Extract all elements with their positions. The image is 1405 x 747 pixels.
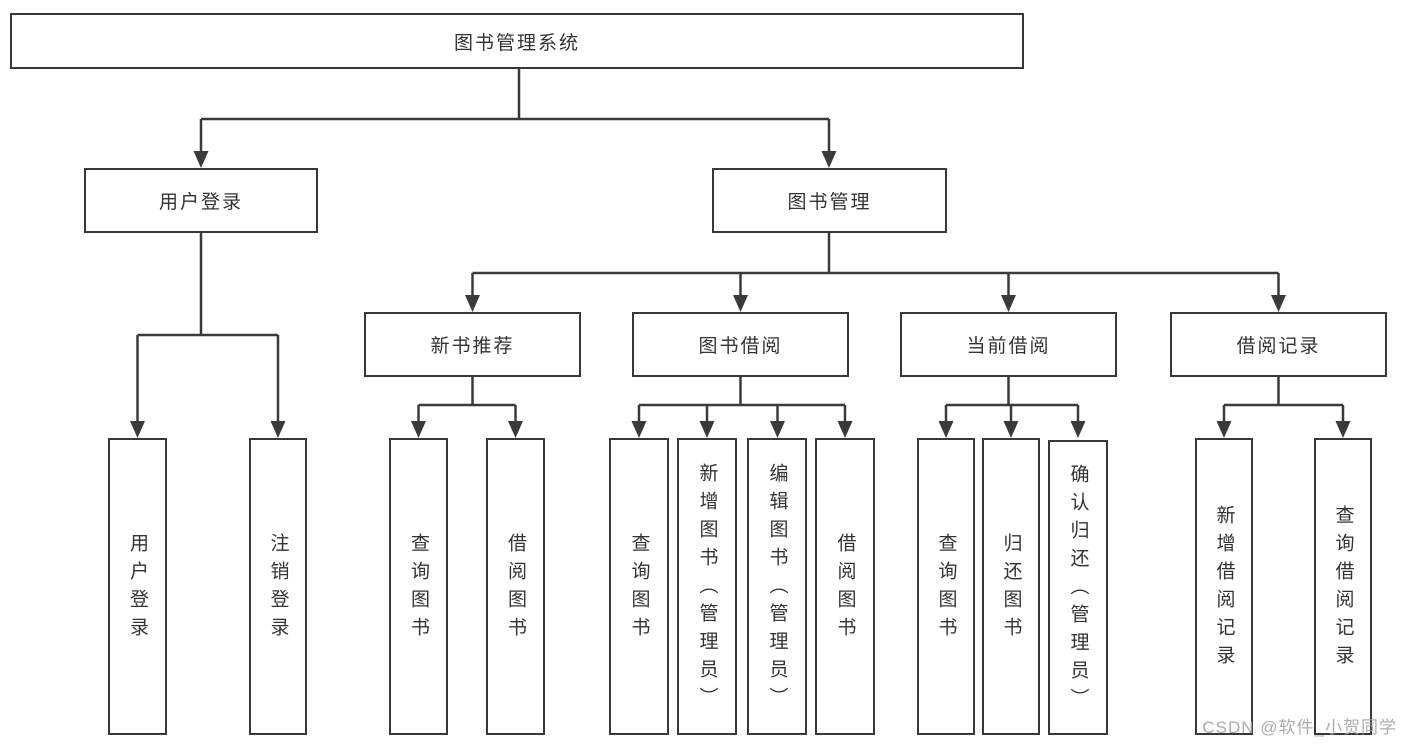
leaf-query-books-borrow: 查询图书 (609, 438, 669, 735)
node-current-borrow: 当前借阅 (900, 312, 1117, 377)
leaf-borrow-books: 借阅图书 (815, 438, 875, 735)
leaf-add-borrow-record: 新增借阅记录 (1195, 438, 1253, 735)
leaf-query-borrow-record: 查询借阅记录 (1314, 438, 1372, 735)
leaf-query-books-current: 查询图书 (917, 438, 975, 735)
leaf-add-books-admin: 新增图书（管理员） (677, 438, 737, 735)
node-borrow-records: 借阅记录 (1170, 312, 1387, 377)
leaf-user-login: 用户登录 (108, 438, 167, 735)
leaf-query-books-rec: 查询图书 (389, 438, 448, 735)
leaf-logout: 注销登录 (249, 438, 307, 735)
leaf-edit-books-admin: 编辑图书（管理员） (747, 438, 807, 735)
leaf-borrow-books-rec: 借阅图书 (486, 438, 545, 735)
node-root: 图书管理系统 (10, 13, 1024, 69)
node-book-borrow: 图书借阅 (632, 312, 849, 377)
node-new-book-recommend: 新书推荐 (364, 312, 581, 377)
leaf-return-books: 归还图书 (982, 438, 1040, 735)
leaf-confirm-return-admin: 确认归还（管理员） (1048, 440, 1108, 735)
node-user-login: 用户登录 (84, 168, 318, 233)
node-book-management: 图书管理 (712, 168, 947, 233)
watermark: CSDN @软件_小贺同学 (1202, 718, 1397, 737)
